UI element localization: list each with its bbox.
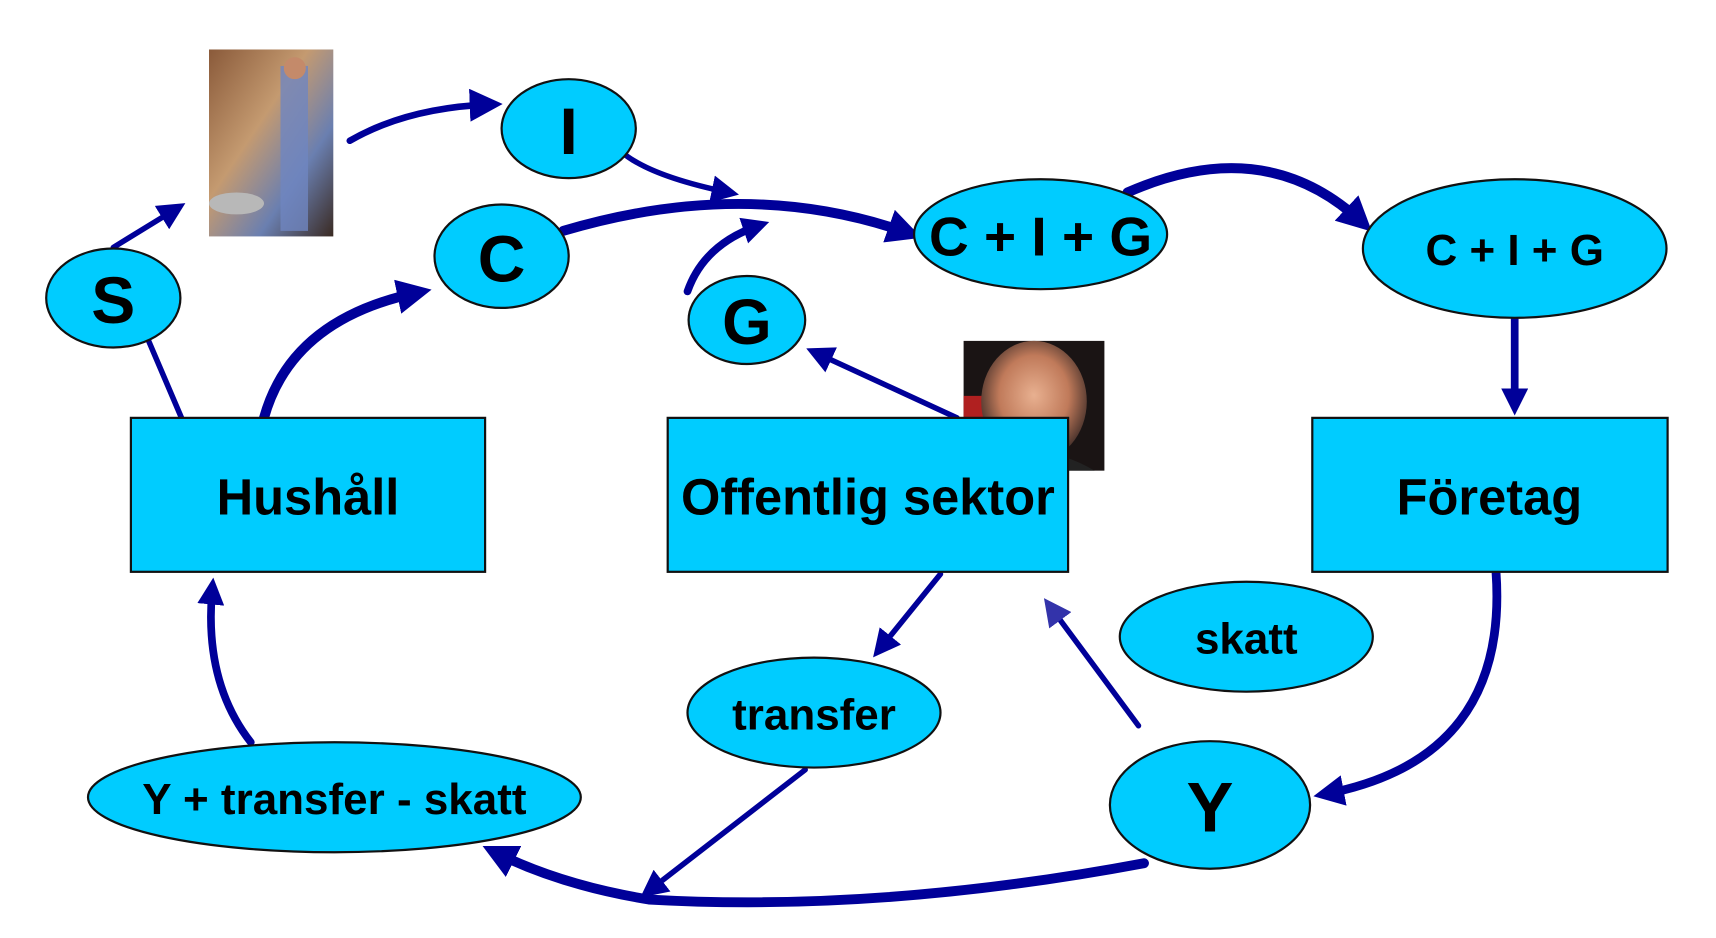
box-foretag: Företag (1311, 416, 1669, 573)
y-label: Y (1187, 768, 1234, 847)
arrow-g-to-spending (683, 217, 770, 296)
node-transfer: transfer (686, 656, 942, 769)
node-g: G (687, 274, 807, 366)
s-label: S (91, 263, 135, 337)
transfer-label: transfer (732, 690, 896, 739)
box-offentlig-sektor: Offentlig sektor (666, 416, 1070, 573)
node-disposable-income: Y + transfer - skatt (86, 741, 582, 854)
skatt-label: skatt (1195, 614, 1298, 663)
node-skatt: skatt (1118, 580, 1374, 693)
arrow-investor-to-i (346, 88, 503, 145)
arrow-transfer-to-disposable (640, 767, 808, 898)
node-cig-spending: C + I + G (913, 178, 1169, 291)
cig-1-label: C + I + G (929, 205, 1152, 267)
arrow-hushall-to-c (259, 279, 432, 423)
investor-photo (209, 49, 334, 237)
node-cig-firms: C + I + G (1361, 178, 1668, 319)
arrow-s-to-investment (110, 203, 186, 251)
arrow-y-to-government (1043, 598, 1142, 729)
arrow-i-to-spending (618, 149, 739, 203)
arrow-disposable-to-hushall (197, 577, 255, 747)
arrow-government-to-transfer (873, 571, 944, 658)
cig-2-label: C + I + G (1425, 226, 1603, 275)
node-i: I (500, 78, 637, 180)
arrow-hushall-to-s (143, 332, 185, 421)
arrow-y-to-disposable (482, 846, 1149, 908)
offentlig-label: Offentlig sektor (681, 469, 1055, 526)
disposable-label: Y + transfer - skatt (142, 775, 527, 824)
arrow-foretag-to-y (1313, 567, 1502, 806)
c-label: C (478, 221, 526, 295)
hushall-label: Hushåll (217, 469, 400, 526)
box-hushall: Hushåll (129, 416, 487, 573)
arrow-cig-to-cig (1122, 163, 1372, 232)
node-c: C (433, 203, 570, 310)
node-s: S (45, 247, 182, 349)
arrow-c-to-cig (558, 199, 922, 243)
g-label: G (722, 286, 772, 358)
arrow-government-to-g (806, 347, 960, 421)
foretag-label: Företag (1397, 469, 1583, 526)
arrows (110, 88, 1529, 908)
node-y: Y (1108, 740, 1312, 870)
i-label: I (560, 94, 578, 168)
